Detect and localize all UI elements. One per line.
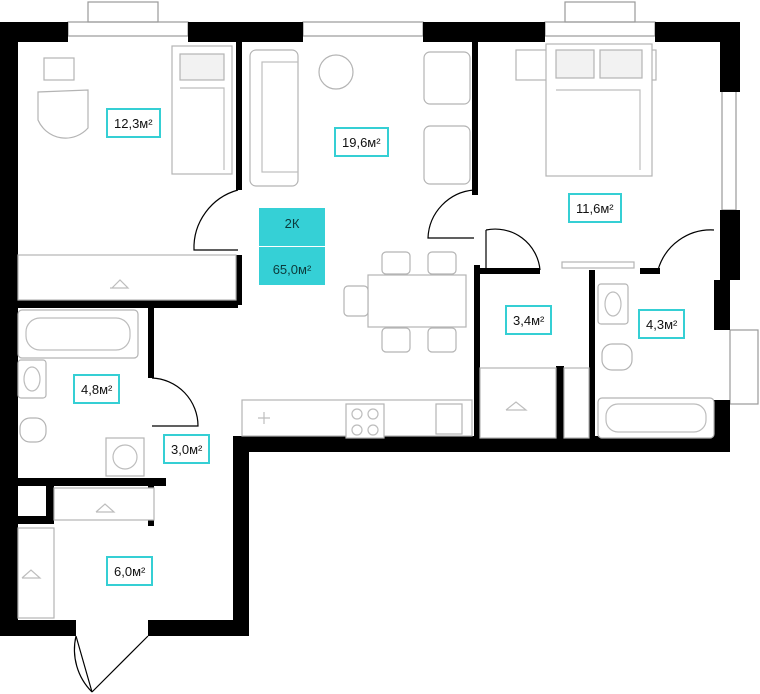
room-area-text: 4,8м²: [81, 381, 113, 397]
apartment-total-area: 65,0м²: [272, 262, 312, 278]
room-area-bedroom-right: 11,6м²: [568, 193, 622, 223]
apartment-badge: 2К 65,0м²: [259, 208, 325, 285]
room-area-bathroom-right: 4,3м²: [638, 309, 686, 339]
badge-divider: [259, 245, 325, 247]
room-area-laundry: 3,0м²: [163, 434, 211, 464]
room-area-text: 3,0м²: [171, 441, 203, 457]
bathroom-right-fixtures: [597, 283, 715, 439]
room-area-bathroom-left: 4,8м²: [73, 374, 121, 404]
apartment-type-label: 2К: [284, 215, 300, 231]
room-area-hallway: 6,0м²: [106, 556, 154, 586]
room-area-text: 11,6м²: [576, 200, 614, 216]
room-area-text: 3,4м²: [513, 312, 545, 328]
walls: [0, 22, 740, 636]
doors: [73, 189, 715, 693]
room-area-wardrobe: 3,4м²: [505, 305, 553, 335]
bedroom-right-furniture: [515, 43, 657, 269]
bedroom-left-furniture: [17, 45, 237, 301]
room-area-text: 6,0м²: [114, 563, 146, 579]
living-room-furniture: [241, 49, 473, 439]
room-area-text: 12,3м²: [114, 115, 153, 131]
bathroom-left-fixtures: [17, 309, 145, 477]
hallway-fixtures: [17, 367, 590, 619]
room-area-text: 19,6м²: [342, 134, 381, 150]
room-area-living-room: 19,6м²: [334, 127, 389, 157]
room-area-text: 4,3м²: [646, 316, 678, 332]
room-area-bedroom-left: 12,3м²: [106, 108, 161, 138]
